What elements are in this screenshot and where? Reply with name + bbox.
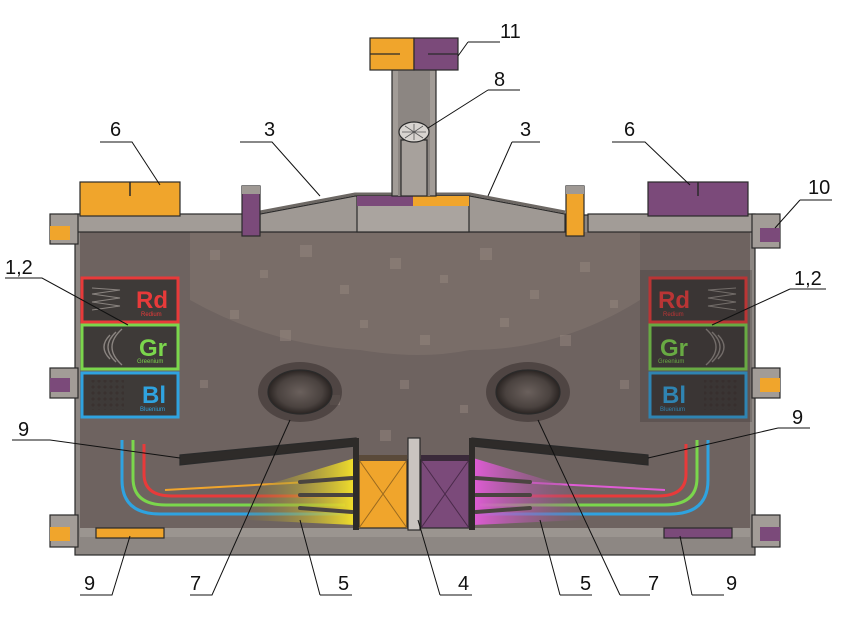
element-symbol-rd-right: Rd (658, 287, 690, 314)
fan-rails-left (298, 476, 354, 514)
callout-labels: 11 8 3 3 6 6 10 1,2 1,2 9 9 9 9 7 7 5 5 … (5, 21, 830, 595)
element-symbol-rd: Rd (136, 287, 168, 314)
vortex-hole-right (495, 369, 561, 415)
element-name-gr-right: Greenium (658, 359, 684, 365)
label-9-left-bottom: 9 (84, 573, 95, 595)
element-name-gr: Greenium (137, 359, 163, 365)
top-cover (74, 192, 756, 233)
top-sorter-box (369, 37, 459, 71)
element-name-rd: Redium (141, 312, 162, 318)
side-latch-right-top (751, 213, 781, 249)
label-9-right-bottom: 9 (726, 573, 737, 595)
mast-sensor-icon (398, 121, 430, 143)
center-divider (407, 437, 421, 531)
element-name-rd-right: Redium (663, 312, 684, 318)
top-container-right (647, 181, 749, 217)
label-1-2-right: 1,2 (794, 268, 822, 290)
label-1-2-left: 1,2 (5, 257, 33, 279)
collection-bin-right (420, 455, 470, 529)
bottom-tray-right (663, 527, 733, 539)
label-9-left-mid: 9 (18, 419, 29, 441)
element-panels-left: Rd Redium Gr Greenium Bl Bluenium (80, 276, 180, 419)
element-panels-right: Rd Redium Gr Greenium Bl Bluenium (648, 276, 748, 419)
cover-post-right (565, 185, 585, 237)
label-3-right: 3 (520, 119, 531, 141)
element-symbol-gr: Gr (139, 335, 167, 362)
label-8: 8 (494, 69, 505, 91)
side-latch-left-mid (49, 367, 79, 399)
label-9-right-mid: 9 (792, 407, 803, 429)
label-5-left: 5 (338, 573, 349, 595)
deflector-post-right (469, 438, 475, 530)
side-latch-right-bottom (751, 514, 781, 548)
side-latch-right-mid (751, 367, 781, 399)
label-4: 4 (458, 573, 469, 595)
panel-shadow-right (640, 270, 752, 422)
label-3-left: 3 (264, 119, 275, 141)
fan-rails-right (474, 476, 532, 514)
vortex-hole-left (267, 369, 333, 415)
label-5-right: 5 (580, 573, 591, 595)
label-10: 10 (808, 177, 830, 199)
bottom-tray-left (95, 527, 165, 539)
element-symbol-bl-right: Bl (662, 382, 686, 409)
label-6-right: 6 (624, 119, 635, 141)
element-symbol-bl: Bl (142, 382, 166, 409)
label-11: 11 (500, 21, 521, 43)
label-6-left: 6 (110, 119, 121, 141)
element-name-bl-right: Bluenium (660, 407, 685, 413)
label-7-left: 7 (190, 573, 201, 595)
side-latch-left-bottom (49, 514, 79, 548)
deflector-post-left (353, 438, 359, 530)
cover-post-left (241, 185, 261, 237)
element-symbol-gr-right: Gr (660, 335, 688, 362)
collection-bin-left (358, 455, 408, 529)
leader-lines (5, 41, 832, 596)
side-latch-left-top (49, 213, 79, 245)
top-container-left (79, 181, 181, 217)
element-name-bl: Bluenium (140, 407, 165, 413)
label-7-right: 7 (648, 573, 659, 595)
